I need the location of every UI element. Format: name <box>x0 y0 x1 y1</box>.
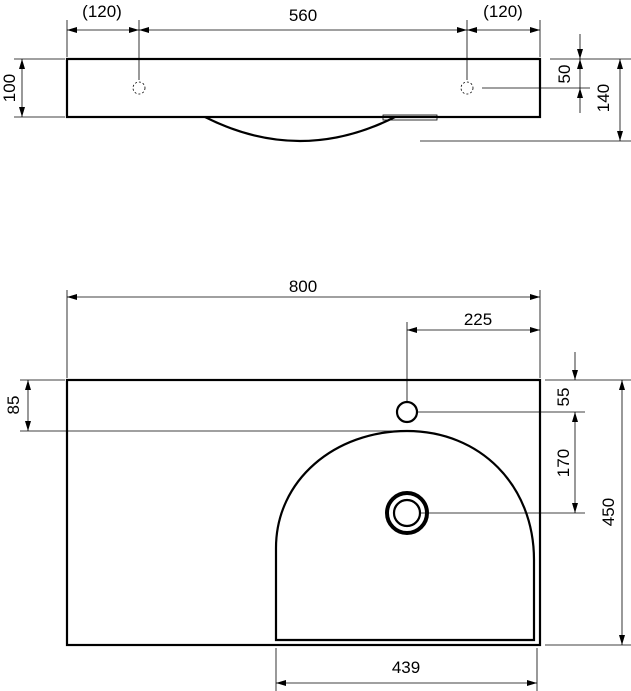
dim-height: 100 <box>0 74 19 102</box>
dim-tap-to-drain: 170 <box>554 449 573 477</box>
dim-hole-depth: 50 <box>555 65 574 84</box>
plan-view: 800 225 85 55 170 450 439 <box>4 277 631 691</box>
dim-left-offset: (120) <box>82 2 122 21</box>
mounting-hole-right <box>460 81 474 95</box>
basin-plan-outline <box>65 378 542 647</box>
dim-width: 800 <box>289 277 317 296</box>
dim-hole-spacing: 560 <box>289 6 317 25</box>
dim-depth: 450 <box>599 498 618 526</box>
dim-tap-offset: 225 <box>464 310 492 329</box>
basin-side-outline <box>65 57 542 119</box>
dim-basin-top: 85 <box>4 396 23 415</box>
bowl-underside <box>204 116 396 142</box>
dim-tap-from-edge: 55 <box>554 388 573 407</box>
dim-right-offset: (120) <box>483 2 523 21</box>
overflow-part <box>382 114 438 121</box>
drain-inner <box>392 498 422 528</box>
mounting-hole-left <box>132 81 146 95</box>
dim-total-height: 140 <box>594 84 613 112</box>
side-view: (120) 560 (120) 100 50 140 <box>0 2 631 142</box>
tap-hole <box>395 400 419 424</box>
bowl-outline <box>274 429 536 642</box>
dim-basin-width: 439 <box>392 658 420 677</box>
